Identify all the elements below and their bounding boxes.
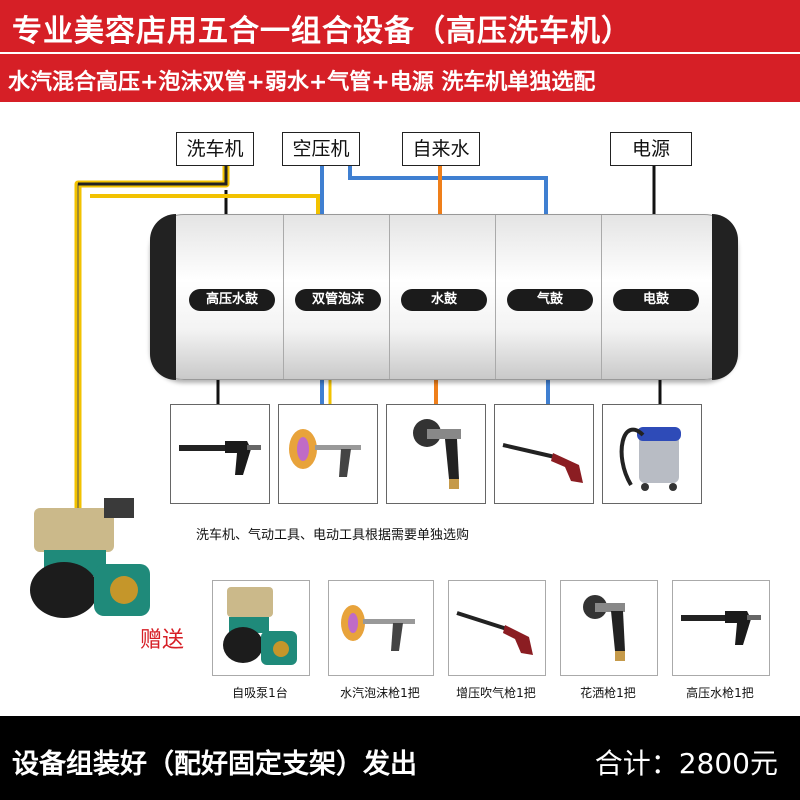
source-tap-water: 自来水	[402, 132, 480, 166]
footer-total-price: 合计：2800元	[594, 747, 778, 780]
pressure-gun-icon	[681, 611, 761, 645]
tool-foam-gun	[278, 404, 378, 504]
tool-air-blow-gun	[494, 404, 594, 504]
gift-caption: 自吸泵1台	[232, 686, 288, 700]
gift-label: 赠送	[140, 628, 185, 653]
title-banner: 专业美容店用五合一组合设备（高压洗车机）	[0, 0, 800, 52]
drum-label-high-pressure: 高压水鼓	[189, 289, 275, 311]
seam	[601, 215, 602, 379]
gift-pump	[212, 580, 310, 676]
source-car-washer: 洗车机	[176, 132, 254, 166]
tool-pressure-gun	[170, 404, 270, 504]
vacuum-cleaner-icon	[619, 427, 681, 491]
spray-gun-icon	[583, 595, 625, 661]
tools-note: 洗车机、气动工具、电动工具根据需要单独选购	[196, 528, 470, 543]
gift-spray-gun	[560, 580, 658, 676]
pump-port	[110, 576, 138, 604]
drum-label-power: 电鼓	[613, 289, 699, 311]
gift-air-blow-gun	[448, 580, 546, 676]
washer-hose-black	[78, 164, 228, 186]
drum-label-foam: 双管泡沫	[295, 289, 381, 311]
gift-caption: 增压吹气枪1把	[456, 686, 536, 700]
seam	[389, 215, 390, 379]
foam-gun-icon	[289, 429, 361, 477]
page-title: 专业美容店用五合一组合设备（高压洗车机）	[12, 14, 632, 49]
drum-label-water: 水鼓	[401, 289, 487, 311]
pressure-gun-icon	[179, 441, 261, 475]
air-blow-gun-icon	[502, 443, 583, 483]
reel-unit: 高压水鼓 双管泡沫 水鼓 气鼓 电鼓	[150, 214, 738, 380]
page-subtitle: 水汽混合高压+泡沫双管+弱水+气管+电源 洗车机单独选配	[8, 70, 596, 95]
gift-pressure-gun	[672, 580, 770, 676]
drum-label-air: 气鼓	[507, 289, 593, 311]
subtitle-banner: 水汽混合高压+泡沫双管+弱水+气管+电源 洗车机单独选配	[0, 54, 800, 102]
seam	[283, 215, 284, 379]
gift-caption: 高压水枪1把	[686, 686, 754, 700]
self-priming-pump	[30, 498, 150, 618]
footer-banner: 设备组装好（配好固定支架）发出 合计：2800元	[0, 716, 800, 800]
foam-gun-icon	[341, 605, 415, 651]
tool-vacuum	[602, 404, 702, 504]
source-air-compressor: 空压机	[282, 132, 360, 166]
air-blow-gun-icon	[456, 611, 533, 655]
pump-motor	[30, 562, 98, 618]
gift-foam-gun	[328, 580, 434, 676]
spray-gun-icon	[413, 419, 461, 489]
seam	[495, 215, 496, 379]
footer-shipping-note: 设备组装好（配好固定支架）发出	[12, 749, 417, 780]
pump-switch	[104, 498, 134, 518]
pump-tank	[34, 508, 114, 552]
tool-spray-gun	[386, 404, 486, 504]
pump-icon	[223, 587, 297, 665]
left-end-cap	[150, 214, 176, 380]
gift-caption: 花洒枪1把	[580, 686, 636, 700]
air-pipe-2	[348, 164, 548, 214]
source-power: 电源	[610, 132, 692, 166]
yellow-feed	[90, 194, 320, 214]
gift-caption: 水汽泡沫枪1把	[340, 686, 420, 700]
right-end-cap	[712, 214, 738, 380]
